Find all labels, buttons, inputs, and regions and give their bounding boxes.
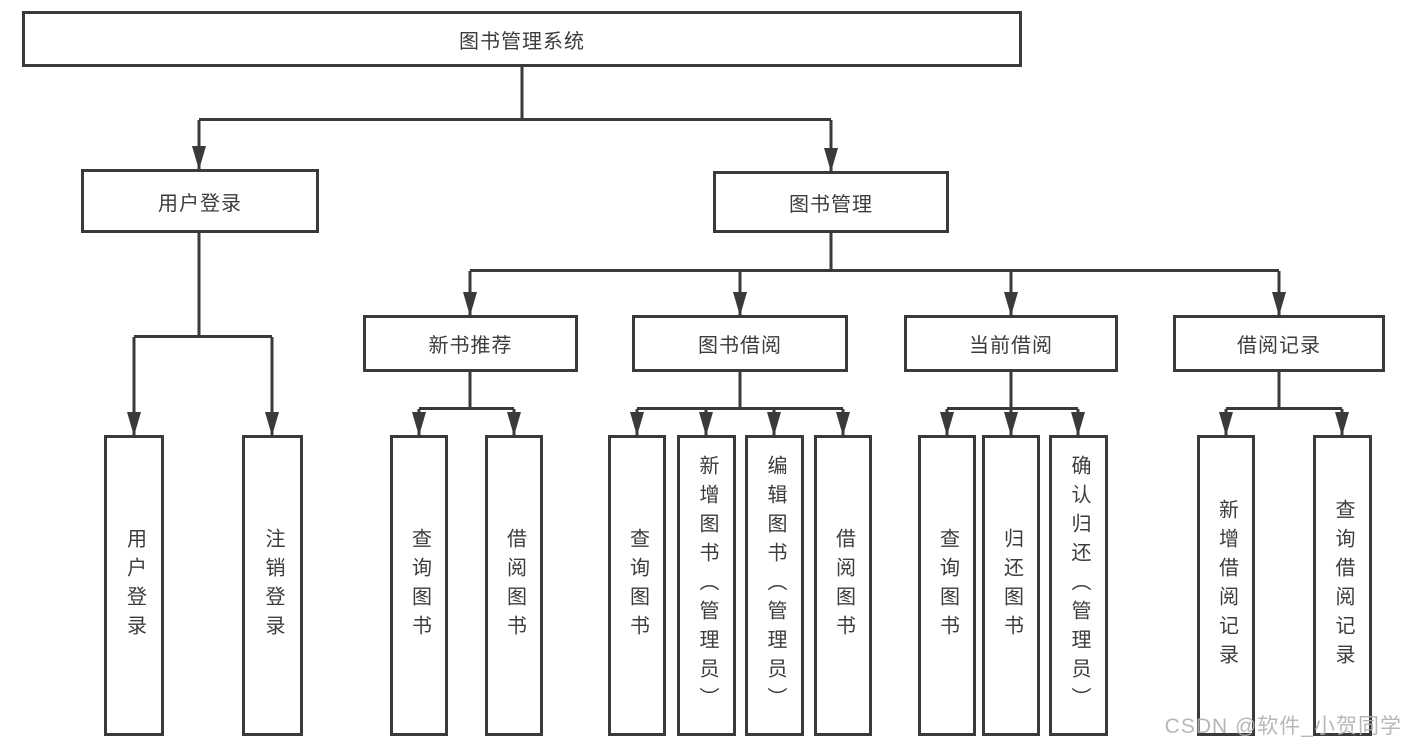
leaf-records-query-record: 查询借阅记录 xyxy=(1313,435,1372,736)
node-book-borrow-label: 图书借阅 xyxy=(698,335,782,357)
leaf-borrow-edit-books-admin-label: 编辑图书（管理员） xyxy=(764,455,786,716)
node-user-login-branch: 用户登录 xyxy=(81,169,319,233)
leaf-records-query-record-label: 查询借阅记录 xyxy=(1332,498,1354,673)
node-root: 图书管理系统 xyxy=(22,11,1022,67)
leaf-records-add-record: 新增借阅记录 xyxy=(1197,435,1255,736)
leaf-current-confirm-return-admin: 确认归还（管理员） xyxy=(1049,435,1108,736)
node-root-label: 图书管理系统 xyxy=(459,30,585,53)
leaf-user-login-label: 用户登录 xyxy=(123,527,146,644)
node-borrow-records: 借阅记录 xyxy=(1173,315,1385,372)
node-current-borrow-label: 当前借阅 xyxy=(969,335,1053,357)
node-book-management-branch-label: 图书管理 xyxy=(789,193,873,216)
leaf-current-query-books-label: 查询图书 xyxy=(936,527,959,644)
leaf-borrow-add-books-admin-label: 新增图书（管理员） xyxy=(696,455,718,716)
connector-trunks xyxy=(134,67,1342,410)
leaf-records-add-record-label: 新增借阅记录 xyxy=(1215,498,1238,673)
node-new-book-recommend: 新书推荐 xyxy=(363,315,578,372)
leaf-logout: 注销登录 xyxy=(242,435,303,736)
leaf-current-return-books-label: 归还图书 xyxy=(1000,527,1023,644)
leaf-borrow-borrow-books: 借阅图书 xyxy=(814,435,872,736)
leaf-current-query-books: 查询图书 xyxy=(918,435,976,736)
leaf-current-confirm-return-admin-label: 确认归还（管理员） xyxy=(1068,455,1090,716)
node-user-login-branch-label: 用户登录 xyxy=(158,192,242,215)
node-book-borrow: 图书借阅 xyxy=(632,315,848,372)
node-current-borrow: 当前借阅 xyxy=(904,315,1118,372)
leaf-recommend-query-books: 查询图书 xyxy=(390,435,448,736)
leaf-borrow-add-books-admin: 新增图书（管理员） xyxy=(677,435,736,736)
node-new-book-recommend-label: 新书推荐 xyxy=(428,335,513,357)
leaf-borrow-edit-books-admin: 编辑图书（管理员） xyxy=(745,435,804,736)
leaf-recommend-borrow-books-label: 借阅图书 xyxy=(503,527,526,644)
leaf-borrow-query-books: 查询图书 xyxy=(608,435,666,736)
leaf-recommend-query-books-label: 查询图书 xyxy=(408,527,431,644)
node-book-management-branch: 图书管理 xyxy=(713,171,949,233)
leaf-recommend-borrow-books: 借阅图书 xyxy=(485,435,543,736)
leaf-logout-label: 注销登录 xyxy=(262,527,284,644)
leaf-borrow-query-books-label: 查询图书 xyxy=(626,527,649,644)
leaf-user-login: 用户登录 xyxy=(104,435,164,736)
leaf-current-return-books: 归还图书 xyxy=(982,435,1040,736)
leaf-borrow-borrow-books-label: 借阅图书 xyxy=(832,527,855,644)
csdn-watermark: CSDN @软件_小贺同学 xyxy=(1164,715,1402,738)
node-borrow-records-label: 借阅记录 xyxy=(1237,335,1321,357)
